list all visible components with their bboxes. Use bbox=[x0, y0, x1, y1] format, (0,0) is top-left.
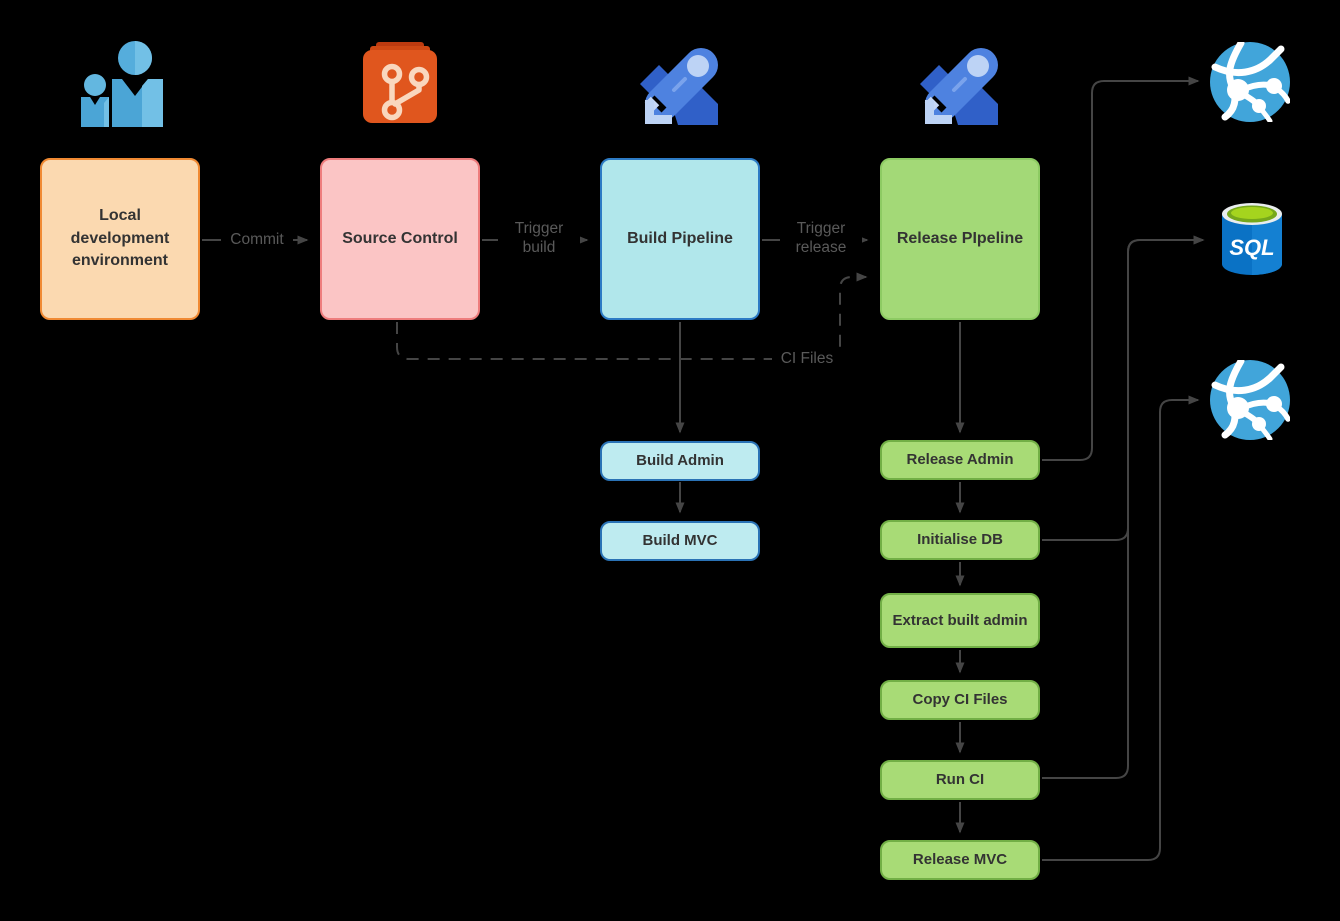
node-release-pipeline: Release PIpeline bbox=[880, 158, 1040, 320]
node-build-pipeline: Build Pipeline bbox=[600, 158, 760, 320]
git-repository-icon bbox=[363, 42, 437, 123]
edge-label-trigger-build: Trigger build bbox=[498, 218, 580, 259]
app-service-globe-icon bbox=[1210, 360, 1290, 440]
edge-label-ci-files: CI Files bbox=[772, 348, 842, 370]
node-source-control: Source Control bbox=[320, 158, 480, 320]
edge-release-admin-to-app-service bbox=[1042, 76, 1200, 461]
sql-label: SQL bbox=[1229, 235, 1274, 260]
edge-label-trigger-release: Trigger release bbox=[780, 218, 862, 259]
node-initialise-db: Initialise DB bbox=[880, 520, 1040, 560]
app-service-globe-icon bbox=[1210, 42, 1290, 122]
node-release-admin: Release Admin bbox=[880, 440, 1040, 480]
build-pipelines-rocket-icon bbox=[640, 48, 718, 125]
edge-release-mvc-to-app-service bbox=[1042, 395, 1200, 861]
node-release-mvc: Release MVC bbox=[880, 840, 1040, 880]
sql-database-icon: SQL bbox=[1222, 203, 1282, 275]
edge-label-commit: Commit bbox=[221, 229, 293, 251]
node-build-admin: Build Admin bbox=[600, 441, 760, 481]
release-pipelines-rocket-icon bbox=[920, 48, 998, 125]
node-extract-built-admin: Extract built admin bbox=[880, 593, 1040, 648]
node-copy-ci-files: Copy CI Files bbox=[880, 680, 1040, 720]
team-icon bbox=[81, 41, 163, 127]
edge-run-ci-to-sql bbox=[1042, 235, 1205, 779]
node-local-development-environment: Local development environment bbox=[40, 158, 200, 320]
node-run-ci: Run CI bbox=[880, 760, 1040, 800]
edge-initialise-db-to-sql bbox=[1042, 235, 1205, 541]
node-build-mvc: Build MVC bbox=[600, 521, 760, 561]
